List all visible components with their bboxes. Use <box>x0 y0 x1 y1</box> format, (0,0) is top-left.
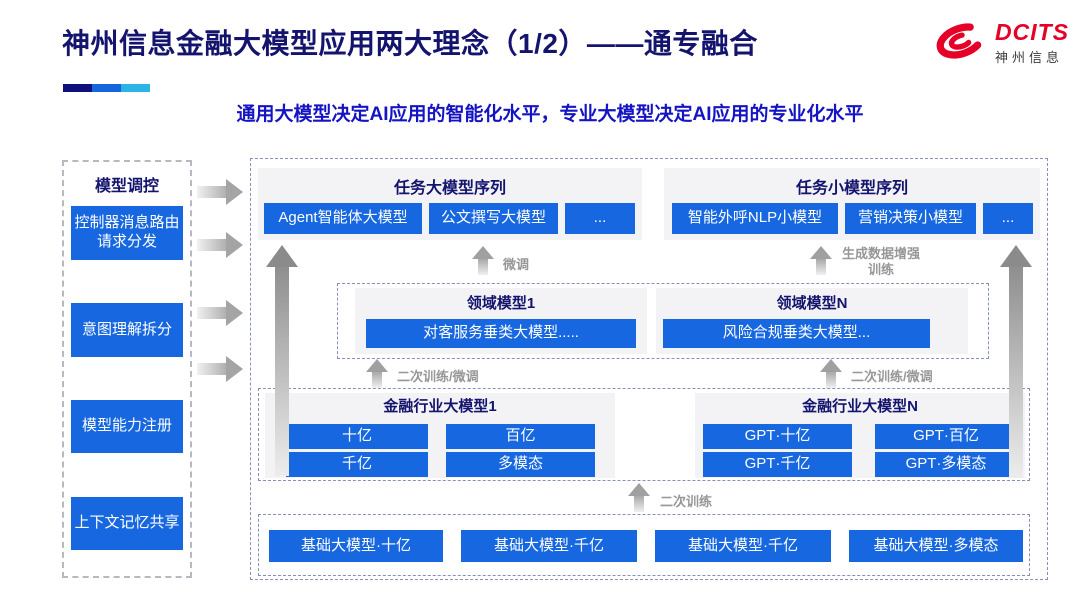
model-chip-ten-billion: 百亿 <box>446 424 595 449</box>
model-chip-base-billion: 基础大模型·十亿 <box>269 530 443 562</box>
accent-bar-segment <box>92 84 121 92</box>
up-arrow-icon <box>810 246 832 276</box>
model-chip-base-hundred-billion: 基础大模型·千亿 <box>461 530 637 562</box>
sidebar-item-context: 上下文记忆共享 <box>71 497 183 550</box>
up-arrow-icon <box>820 359 842 389</box>
model-chip-base-multimodal: 基础大模型·多模态 <box>849 530 1023 562</box>
sidebar-item-router: 控制器消息路由请求分发 <box>71 206 183 260</box>
sidebar-item-intent: 意图理解拆分 <box>71 303 183 357</box>
model-chip-ellipsis: ... <box>983 203 1033 234</box>
right-arrow-icon <box>197 356 243 382</box>
industry-model-n-panel: 金融行业大模型N GPT·十亿 GPT·百亿 GPT·千亿 GPT·多模态 <box>695 393 1025 478</box>
industry-model-n-title: 金融行业大模型N <box>802 398 918 415</box>
task-large-model-panel: 任务大模型序列 Agent智能体大模型 公文撰写大模型 ... <box>258 168 642 240</box>
accent-bar-segment <box>63 84 92 92</box>
model-control-sidebar: 模型调控 控制器消息路由请求分发 意图理解拆分 模型能力注册 上下文记忆共享 <box>62 160 192 578</box>
industry-model-1-panel: 金融行业大模型1 十亿 百亿 千亿 多模态 <box>265 393 615 478</box>
retrain-ft-right-label: 二次训练/微调 <box>851 369 933 384</box>
right-arrow-icon <box>197 300 243 326</box>
up-arrow-icon <box>366 359 388 389</box>
title-accent-bar <box>63 84 150 92</box>
model-chip-customer-service: 对客服务垂类大模型..... <box>366 319 636 348</box>
model-chip-base-hundred-billion-2: 基础大模型·千亿 <box>655 530 831 562</box>
model-chip-outbound-nlp: 智能外呼NLP小模型 <box>672 203 838 234</box>
base-model-container: 基础大模型·十亿 基础大模型·千亿 基础大模型·千亿 基础大模型·多模态 <box>258 514 1030 576</box>
model-chip-agent: Agent智能体大模型 <box>264 203 422 234</box>
model-chip-gpt-billion: GPT·十亿 <box>703 424 852 449</box>
domain-model-1-title: 领域模型1 <box>466 295 536 312</box>
model-chip-risk-compliance: 风险合规垂类大模型... <box>663 319 930 348</box>
page-title: 神州信息金融大模型应用两大理念（1/2）——通专融合 <box>62 28 758 59</box>
sidebar-item-register: 模型能力注册 <box>71 400 183 453</box>
model-chip-billion: 十亿 <box>286 424 428 449</box>
retrain-ft-left-label: 二次训练/微调 <box>397 369 479 384</box>
task-small-title: 任务小模型序列 <box>795 180 908 197</box>
up-arrow-icon <box>628 483 650 513</box>
domain-model-n-panel: 领域模型N 风险合规垂类大模型... <box>656 288 968 354</box>
industry-model-1-title: 金融行业大模型1 <box>383 398 497 415</box>
domain-model-n-title: 领域模型N <box>776 295 848 312</box>
model-chip-gpt-ten-billion: GPT·百亿 <box>875 424 1017 449</box>
model-chip-gpt-multimodal: GPT·多模态 <box>875 452 1017 477</box>
right-arrow-icon <box>197 179 243 205</box>
company-logo: DCITS 神州信息 <box>934 18 1069 69</box>
domain-model-1-panel: 领域模型1 对客服务垂类大模型..... <box>355 288 647 354</box>
sidebar-title: 模型调控 <box>94 178 159 195</box>
model-chip-multimodal: 多模态 <box>446 452 595 477</box>
tall-up-arrow-icon <box>1000 245 1032 478</box>
task-large-title: 任务大模型序列 <box>393 180 506 197</box>
logo-brand-text: DCITS <box>995 19 1069 45</box>
domain-model-container: 领域模型1 对客服务垂类大模型..... 领域模型N 风险合规垂类大模型... <box>337 283 989 359</box>
right-arrow-icon <box>197 232 243 258</box>
tall-up-arrow-icon <box>266 245 298 476</box>
model-chip-marketing: 营销决策小模型 <box>845 203 976 234</box>
industry-model-container: 金融行业大模型1 十亿 百亿 千亿 多模态 金融行业大模型N GPT·十亿 GP… <box>258 388 1030 481</box>
model-chip-ellipsis: ... <box>565 203 635 234</box>
logo-brand-cn-text: 神州信息 <box>995 50 1064 65</box>
accent-bar-segment <box>121 84 150 92</box>
model-chip-document: 公文撰写大模型 <box>429 203 558 234</box>
slide-subtitle: 通用大模型决定AI应用的智能化水平，专业大模型决定AI应用的专业化水平 <box>236 104 864 125</box>
retrain-label: 二次训练 <box>660 494 713 509</box>
task-small-model-panel: 任务小模型序列 智能外呼NLP小模型 营销决策小模型 ... <box>664 168 1040 240</box>
dcits-swirl-icon <box>934 18 988 69</box>
gen-data-train-label: 生成数据增强训练 <box>841 246 920 277</box>
fine-tune-label: 微调 <box>503 257 530 272</box>
model-chip-gpt-hundred-billion: GPT·千亿 <box>703 452 852 477</box>
up-arrow-icon <box>472 246 494 276</box>
model-chip-hundred-billion: 千亿 <box>286 452 428 477</box>
